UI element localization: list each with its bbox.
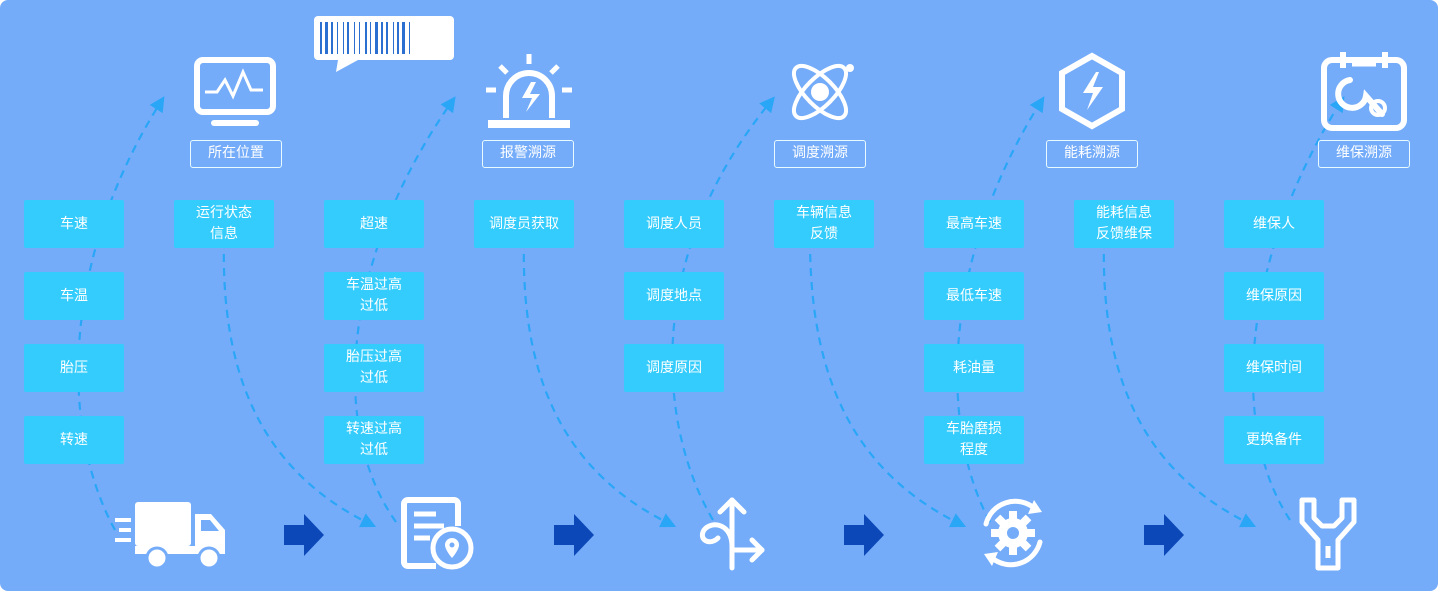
data-box: 耗油量 [924, 344, 1024, 392]
truck-icon [115, 502, 225, 570]
data-box: 维保时间 [1224, 344, 1324, 392]
data-box: 调度人员 [624, 200, 724, 248]
flow-line-up-1 [77, 96, 165, 531]
data-box: 车温 [24, 272, 124, 320]
flow-box: 调度员获取 [474, 200, 574, 248]
stage-tag-dispatch: 调度溯源 [774, 140, 866, 168]
data-box: 转速 [24, 416, 124, 464]
data-box: 调度原因 [624, 344, 724, 392]
flow-line-down-2 [522, 239, 677, 528]
flow-box: 车辆信息反馈 [774, 200, 874, 248]
flow-arrow-icon [1144, 514, 1184, 556]
flow-line-up-2 [353, 96, 456, 523]
flow-arrow-icon [284, 514, 324, 556]
stage-tag-maintenance: 维保溯源 [1318, 140, 1410, 168]
stage-tag-energy: 能耗溯源 [1046, 140, 1138, 168]
barcode-icon [314, 16, 454, 72]
data-box: 维保人 [1224, 200, 1324, 248]
flow-line-down-3 [808, 239, 967, 528]
flow-box: 能耗信息反馈维保 [1074, 200, 1174, 248]
flow-line-down-4 [1102, 239, 1257, 528]
flow-box: 运行状态信息 [174, 200, 274, 248]
alarm-light-icon [486, 54, 572, 128]
flow-line-up-5 [1251, 96, 1345, 521]
energy-hexagon-icon [1059, 52, 1125, 130]
gear-cycle-icon [983, 498, 1043, 568]
flow-line-up-3 [671, 96, 775, 521]
stage-tag-location: 所在位置 [190, 140, 282, 168]
data-box: 超速 [324, 200, 424, 248]
wrench-icon [1299, 497, 1357, 571]
route-arrows-icon [700, 497, 765, 571]
wrench-calendar-icon [1321, 52, 1407, 131]
data-box: 车温过高过低 [324, 272, 424, 320]
data-box: 车胎磨损程度 [924, 416, 1024, 464]
flow-arrow-icon [554, 514, 594, 556]
flow-line-up-4 [956, 96, 1045, 523]
data-box: 最高车速 [924, 200, 1024, 248]
stage-tag-alarm: 报警溯源 [482, 140, 574, 168]
data-box: 胎压 [24, 344, 124, 392]
data-box: 车速 [24, 200, 124, 248]
data-box: 维保原因 [1224, 272, 1324, 320]
monitor-icon [194, 57, 276, 126]
data-box: 最低车速 [924, 272, 1024, 320]
atom-icon [792, 64, 854, 120]
data-box: 转速过高过低 [324, 416, 424, 464]
flow-arrow-icon [844, 514, 884, 556]
flow-line-down-1 [222, 239, 377, 528]
data-box: 胎压过高过低 [324, 344, 424, 392]
document-location-icon [401, 497, 474, 570]
data-box: 调度地点 [624, 272, 724, 320]
data-box: 更换备件 [1224, 416, 1324, 464]
